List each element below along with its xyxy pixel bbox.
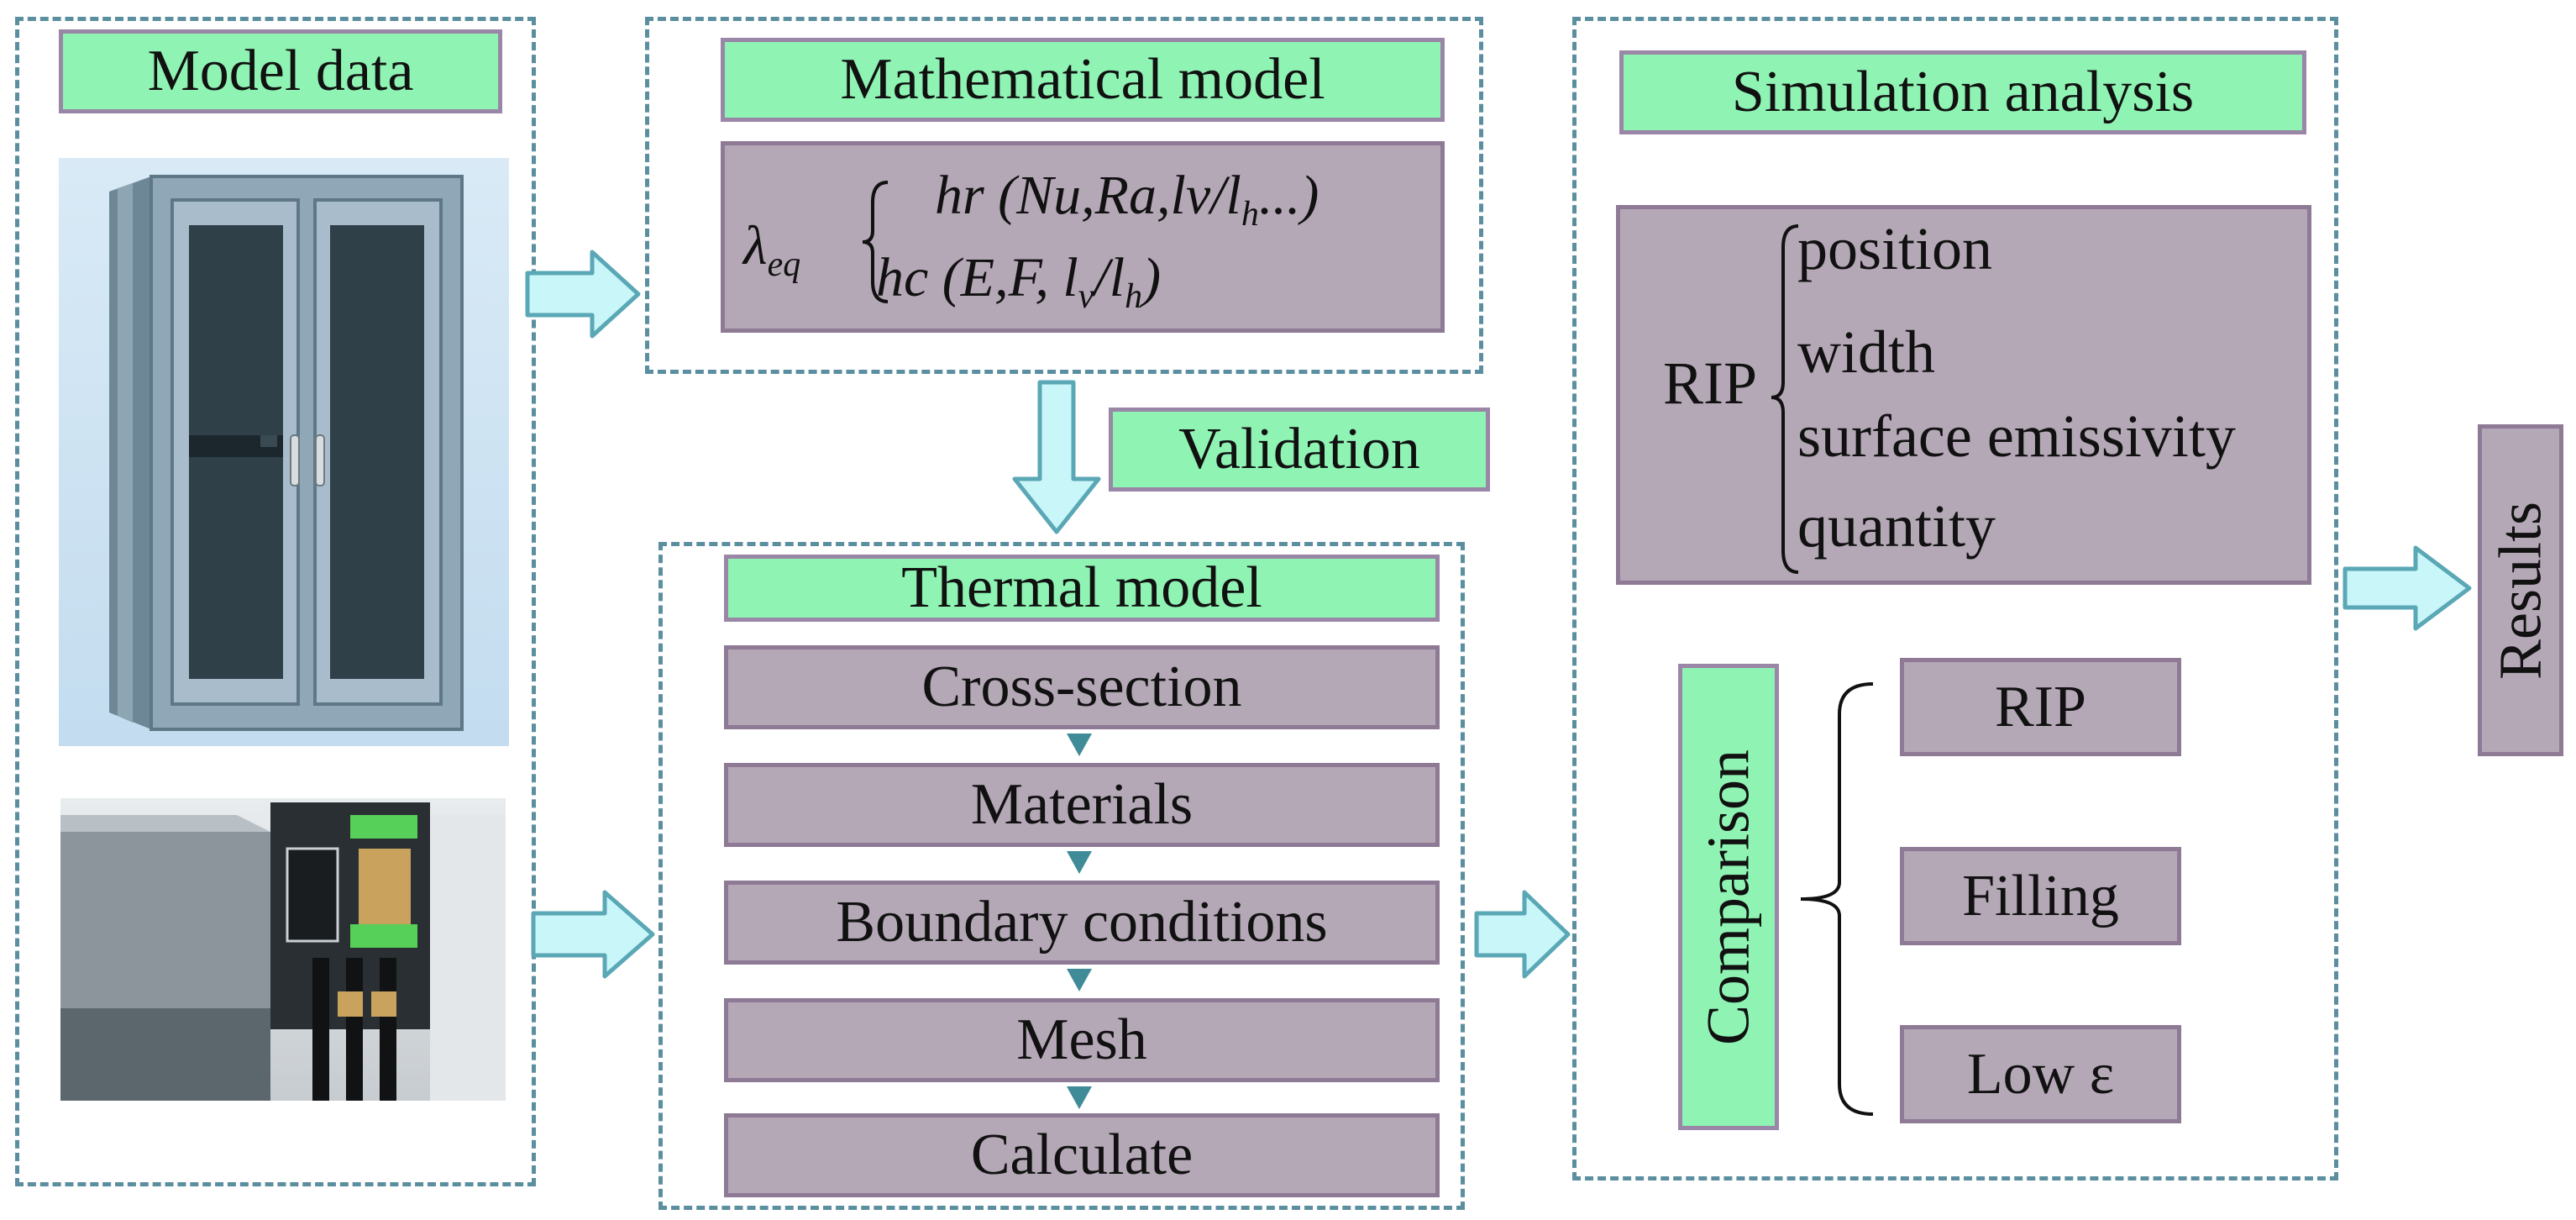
arrow-to-simulation: [1474, 890, 1571, 979]
step-cross-section: Cross-section: [724, 645, 1440, 729]
rip-item-position: position: [1797, 215, 1993, 282]
comparison-brace: [1800, 682, 1874, 1116]
step-connector-4: [1067, 1086, 1092, 1109]
hr-formula: hr (Nu,Ra,lv/lh...): [935, 165, 1319, 234]
rip-item-quantity: quantity: [1797, 492, 1996, 560]
arrow-to-results: [2343, 545, 2472, 631]
window-photo: [59, 158, 509, 746]
arrow-to-math-model: [525, 250, 641, 339]
rip-item-width: width: [1797, 318, 1936, 386]
step-boundary-conditions: Boundary conditions: [724, 881, 1440, 965]
rip-brace: [1771, 224, 1799, 574]
math-model-formula-box: λeq hr (Nu,Ra,lv/lh...) hc (E,F, lv/lh): [721, 141, 1445, 333]
profile-cross-section-photo: [60, 798, 506, 1101]
results-box: Results: [2478, 424, 2563, 756]
step-materials: Materials: [724, 763, 1440, 847]
model-data-title: Model data: [59, 29, 502, 113]
validation-label: Validation: [1109, 408, 1490, 492]
math-model-title: Mathematical model: [721, 38, 1445, 122]
simulation-panel: [1572, 17, 2338, 1181]
step-connector-1: [1067, 734, 1092, 756]
step-mesh: Mesh: [724, 998, 1440, 1082]
rip-parameters-box: [1616, 205, 2311, 585]
arrow-validation-down: [1012, 380, 1101, 534]
rip-label: RIP: [1663, 350, 1758, 417]
comparison-item-low-e: Low ε: [1900, 1025, 2181, 1123]
formula-brace: [862, 181, 889, 303]
rip-item-surface-emissivity: surface emissivity: [1797, 402, 2236, 470]
thermal-model-panel: [658, 542, 1465, 1210]
math-model-panel: [645, 17, 1483, 374]
hc-formula: hc (E,F, lv/lh): [876, 247, 1162, 317]
comparison-label-box: Comparison: [1678, 664, 1779, 1130]
model-data-panel: [15, 17, 536, 1186]
comparison-item-rip: RIP: [1900, 658, 2181, 756]
lambda-eq-symbol: λeq: [743, 215, 801, 285]
arrow-to-thermal-model: [531, 890, 655, 979]
comparison-item-filling: Filling: [1900, 847, 2181, 945]
thermal-model-title: Thermal model: [724, 555, 1440, 622]
step-connector-2: [1067, 851, 1092, 874]
step-connector-3: [1067, 969, 1092, 991]
simulation-title: Simulation analysis: [1619, 50, 2306, 134]
step-calculate: Calculate: [724, 1113, 1440, 1197]
